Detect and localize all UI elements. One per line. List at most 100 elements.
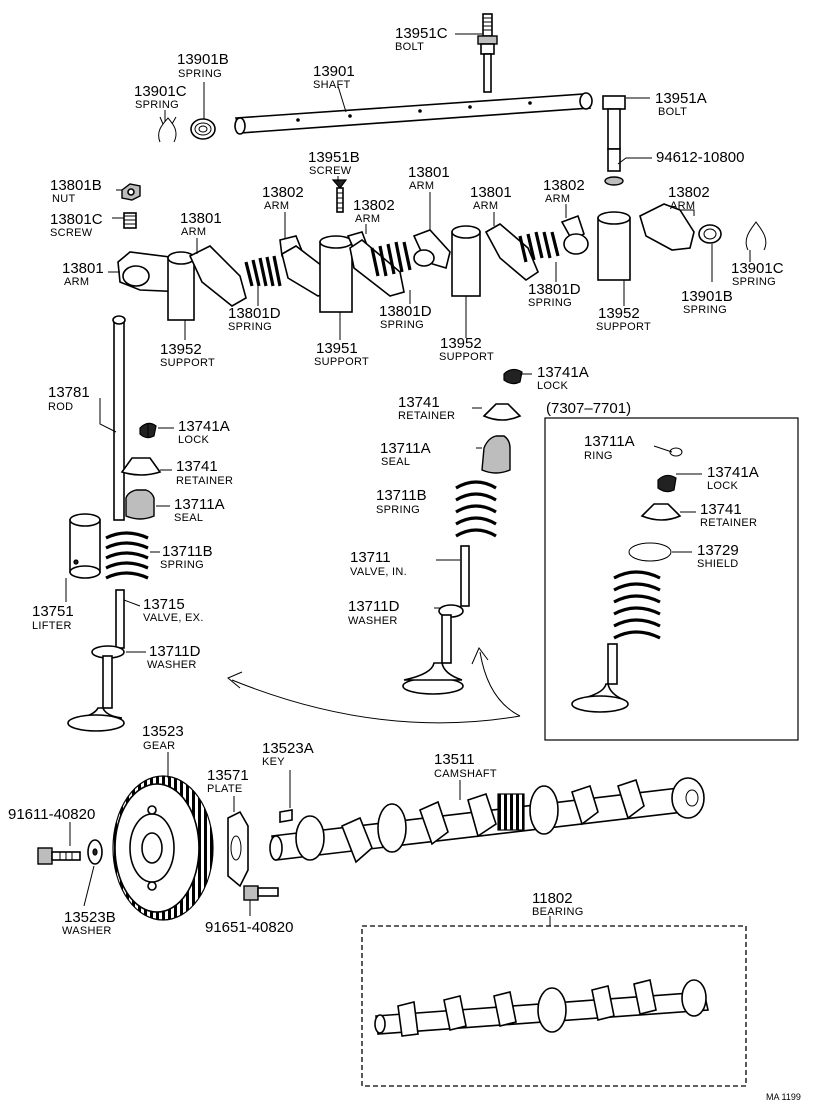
svg-text:13711B: 13711B	[376, 487, 427, 504]
svg-text:RETAINER: RETAINER	[700, 517, 757, 529]
svg-text:KEY: KEY	[262, 756, 285, 768]
svg-text:ARM: ARM	[181, 226, 206, 238]
valve-stack-mid-drawing	[402, 368, 523, 695]
bolt-91611-drawing	[37, 847, 81, 865]
arrow-to-intake-valve	[471, 647, 521, 717]
label-bolt-91611: 91611-40820	[8, 806, 95, 823]
leader-lines	[65, 33, 751, 926]
svg-text:13523B: 13523B	[64, 909, 116, 926]
svg-text:13741A: 13741A	[537, 364, 589, 381]
svg-text:13741: 13741	[176, 458, 218, 475]
svg-text:SHAFT: SHAFT	[313, 79, 351, 91]
camshaft-drawing	[269, 777, 705, 864]
svg-text:13801D: 13801D	[379, 303, 432, 320]
svg-text:13711D: 13711D	[149, 643, 201, 660]
svg-text:13781: 13781	[48, 384, 90, 401]
inset-box	[544, 417, 799, 741]
svg-text:VALVE, EX.: VALVE, EX.	[143, 612, 204, 624]
svg-text:ARM: ARM	[545, 193, 570, 205]
svg-text:SCREW: SCREW	[309, 165, 352, 177]
svg-text:13901C: 13901C	[134, 83, 187, 100]
svg-text:13801D: 13801D	[228, 305, 281, 322]
svg-text:ARM: ARM	[670, 200, 695, 212]
svg-text:LIFTER: LIFTER	[32, 620, 72, 632]
svg-text:13901B: 13901B	[177, 51, 229, 68]
svg-text:13901: 13901	[313, 63, 355, 80]
svg-text:CAMSHAFT: CAMSHAFT	[434, 768, 497, 780]
svg-text:ARM: ARM	[64, 276, 89, 288]
svg-text:13523: 13523	[142, 723, 184, 740]
nut-13801b-drawing	[121, 183, 141, 201]
svg-text:SPRING: SPRING	[135, 99, 179, 111]
label-part-94612: 94612-10800	[656, 149, 744, 166]
svg-text:13802: 13802	[353, 197, 395, 214]
valve-stack-inset-drawing	[571, 447, 683, 713]
svg-text:13801: 13801	[470, 184, 512, 201]
svg-text:13729: 13729	[697, 542, 739, 559]
svg-text:13951B: 13951B	[308, 149, 360, 166]
valve-stack-left-drawing	[67, 422, 162, 732]
svg-text:WASHER: WASHER	[348, 615, 398, 627]
svg-text:ARM: ARM	[409, 180, 434, 192]
svg-text:SPRING: SPRING	[732, 276, 776, 288]
bolt-13951c-drawing	[477, 13, 498, 93]
svg-text:SUPPORT: SUPPORT	[596, 321, 651, 333]
svg-text:13801D: 13801D	[528, 281, 581, 298]
bolt-13951a-drawing	[602, 95, 626, 186]
svg-text:13951C: 13951C	[395, 25, 448, 42]
svg-text:LOCK: LOCK	[707, 480, 739, 492]
svg-text:13715: 13715	[143, 596, 185, 613]
svg-text:ARM: ARM	[264, 200, 289, 212]
svg-text:ROD: ROD	[48, 401, 73, 413]
bearing-dashed-box	[361, 925, 747, 1087]
screw-13951b-drawing	[331, 179, 348, 213]
svg-text:RETAINER: RETAINER	[176, 475, 233, 487]
key-13523a-drawing	[279, 809, 293, 823]
bearing-camshaft-drawing	[374, 979, 709, 1037]
svg-text:13802: 13802	[262, 184, 304, 201]
svg-text:RING: RING	[584, 450, 613, 462]
svg-text:LOCK: LOCK	[537, 380, 569, 392]
svg-text:13952: 13952	[598, 305, 640, 322]
svg-text:SPRING: SPRING	[683, 304, 727, 316]
svg-text:13951A: 13951A	[655, 90, 707, 107]
bolt-91651-drawing	[243, 885, 279, 901]
timing-gear-drawing	[112, 775, 214, 921]
svg-text:13952: 13952	[160, 341, 202, 358]
svg-text:13711A: 13711A	[174, 496, 225, 513]
svg-text:SHIELD: SHIELD	[697, 558, 739, 570]
svg-text:91651-40820: 91651-40820	[205, 919, 293, 936]
svg-text:BOLT: BOLT	[395, 41, 424, 53]
washer-13523b-drawing	[87, 839, 103, 865]
svg-text:13801B: 13801B	[50, 177, 102, 194]
svg-text:13741: 13741	[700, 501, 742, 518]
